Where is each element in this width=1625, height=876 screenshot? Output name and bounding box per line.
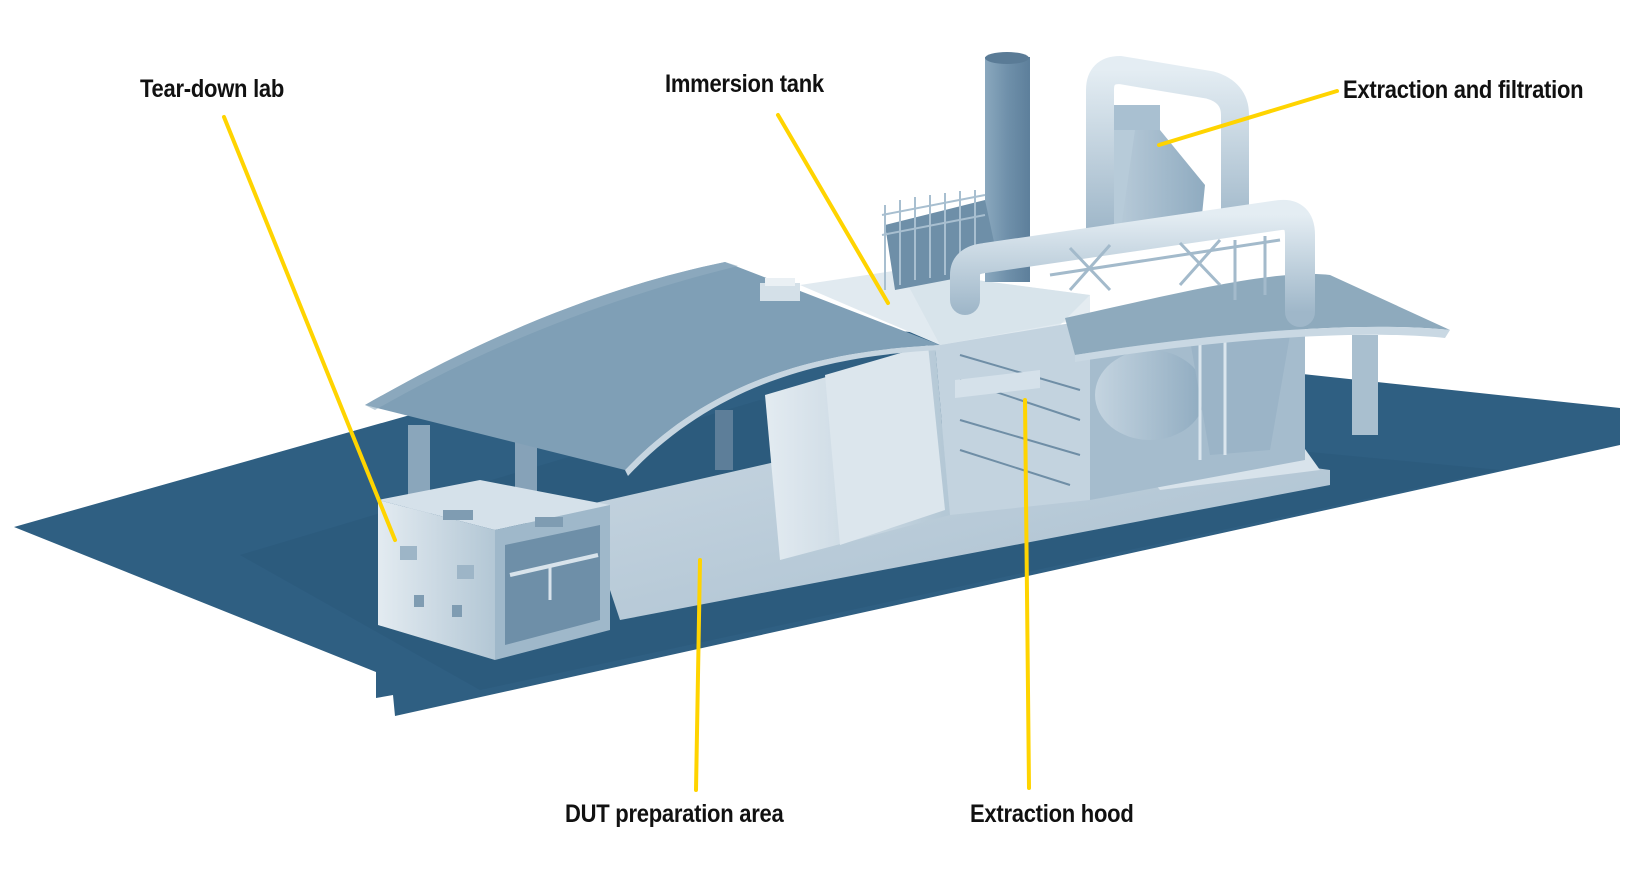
leader-lines — [222, 89, 1339, 792]
label-immersion-tank: Immersion tank — [665, 70, 824, 98]
leader-line-icon — [1157, 89, 1339, 147]
leader-line-icon — [694, 558, 702, 792]
left-roof — [365, 262, 940, 476]
tank-room-roof — [800, 270, 1090, 345]
tear-down-lab-building — [378, 480, 610, 660]
label-dut-preparation: DUT preparation area — [565, 800, 784, 828]
pipe-rack — [1049, 236, 1281, 300]
leader-line-icon — [222, 115, 397, 542]
label-extraction-filtration: Extraction and filtration — [1343, 76, 1584, 104]
leader-line-icon — [776, 113, 890, 305]
label-tear-down-lab: Tear-down lab — [140, 75, 285, 103]
access-platform — [881, 190, 1000, 290]
ductwork — [950, 55, 1315, 327]
leader-line-icon — [1023, 398, 1031, 790]
label-extraction-hood: Extraction hood — [970, 800, 1134, 828]
right-roof — [1065, 274, 1450, 362]
hall-walls — [765, 320, 1305, 560]
